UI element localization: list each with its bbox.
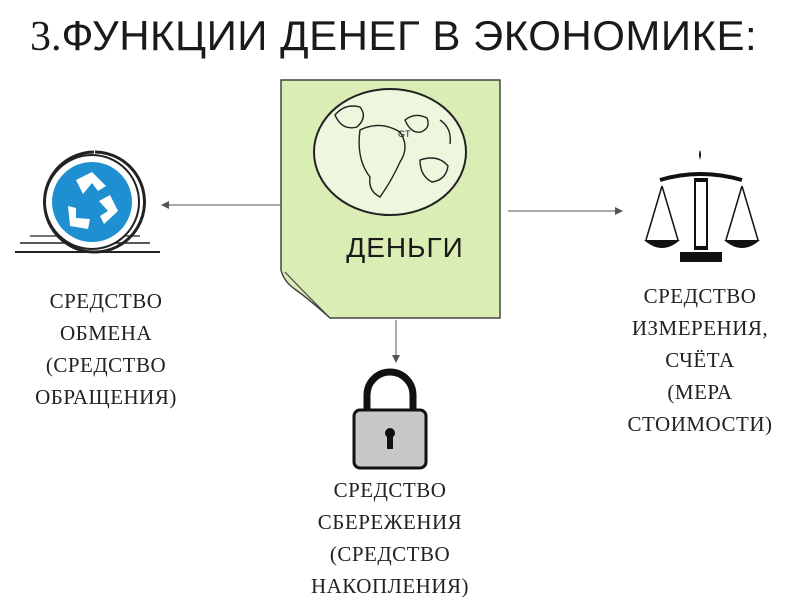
page-title: 3.ФУНКЦИИ ДЕНЕГ В ЭКОНОМИКЕ: — [30, 8, 790, 65]
exchange-line-4: ОБРАЩЕНИЯ) — [35, 385, 177, 409]
savings-line-3: (СРЕДСТВО — [329, 542, 451, 566]
measure-line-3: СЧЁТА — [665, 348, 735, 372]
exchange-line-3: (СРЕДСТВО — [45, 353, 167, 377]
recycle-icon — [15, 150, 160, 254]
savings-line-2: СБЕРЕЖЕНИЯ — [317, 510, 463, 534]
scales-icon — [644, 150, 760, 262]
measure-label: СРЕДСТВО ИЗМЕРЕНИЯ, СЧЁТА (МЕРА СТОИМОСТ… — [600, 280, 800, 440]
svg-text:GT: GT — [398, 129, 411, 139]
padlock-icon — [352, 368, 428, 470]
globe-icon: GT — [313, 88, 467, 216]
title-text: ФУНКЦИИ ДЕНЕГ В ЭКОНОМИКЕ: — [61, 12, 758, 59]
measure-line-4: (МЕРА — [667, 380, 733, 404]
savings-line-1: СРЕДСТВО — [333, 478, 447, 502]
measure-line-1: СРЕДСТВО — [643, 284, 757, 308]
savings-line-4: НАКОПЛЕНИЯ) — [310, 574, 470, 598]
exchange-line-1: СРЕДСТВО — [49, 289, 163, 313]
measure-line-2: ИЗМЕРЕНИЯ, — [631, 316, 769, 340]
exchange-label: СРЕДСТВО ОБМЕНА (СРЕДСТВО ОБРАЩЕНИЯ) — [0, 285, 212, 413]
title-number: 3. — [30, 14, 62, 60]
measure-line-5: СТОИМОСТИ) — [627, 412, 773, 436]
savings-label: СРЕДСТВО СБЕРЕЖЕНИЯ (СРЕДСТВО НАКОПЛЕНИЯ… — [280, 474, 500, 602]
exchange-line-2: ОБМЕНА — [59, 321, 153, 345]
money-label: ДЕНЬГИ — [346, 232, 464, 263]
